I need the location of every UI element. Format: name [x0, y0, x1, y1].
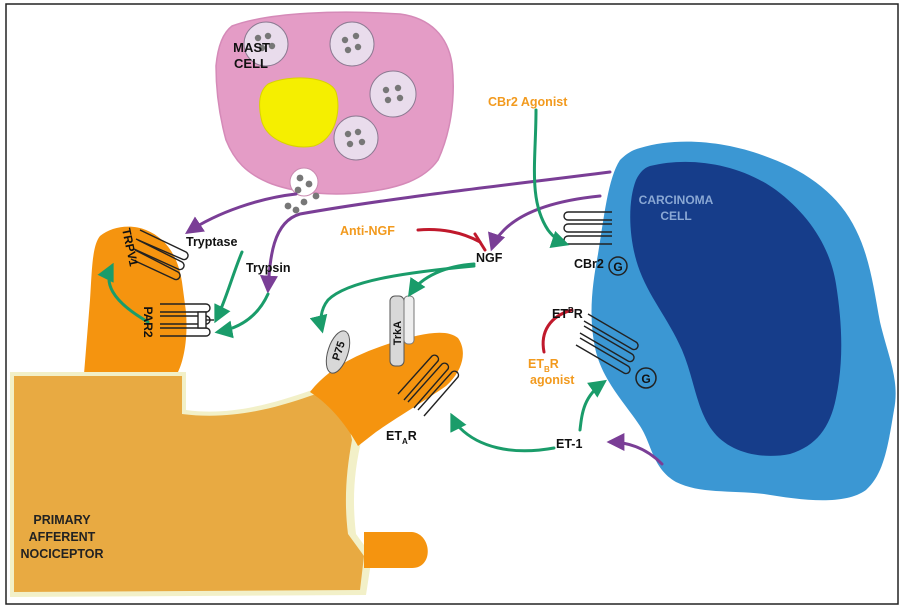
nociceptor-axon	[364, 532, 428, 568]
mast-cell-label-2: CELL	[234, 56, 268, 71]
mast-cell-label-1: MAST	[233, 40, 270, 55]
granule-vesicle	[330, 22, 374, 66]
arrow-et1-eta	[452, 416, 554, 451]
carcinoma-label-2: CELL	[660, 209, 691, 223]
arrow-tryptase-par2	[216, 252, 242, 320]
arrow-carcinoma-ngf	[492, 196, 600, 248]
mast-cell: MAST CELL	[216, 12, 453, 213]
cbr2-label: CBr2	[574, 257, 604, 271]
etb-r-label: ETBR	[552, 306, 583, 321]
degranulation-pore	[290, 168, 318, 196]
nociceptor-label-2: AFFERENT	[29, 530, 96, 544]
inhibit-anti-ngf	[418, 230, 480, 243]
tryptase-label: Tryptase	[186, 235, 237, 249]
nociceptor-left-terminal	[12, 227, 187, 374]
carcinoma-label-1: CARCINOMA	[639, 193, 714, 207]
nociceptor-label-3: NOCICEPTOR	[20, 547, 103, 561]
granule-vesicle	[334, 116, 378, 160]
anti-ngf-label: Anti-NGF	[340, 224, 395, 238]
nociceptor-label-1: PRIMARY	[33, 513, 91, 527]
cbr2-agonist-label: CBr2 Agonist	[488, 95, 568, 109]
inhibit-bar	[475, 234, 485, 250]
eta-r-label: ETAR	[386, 429, 417, 446]
par2-label: PAR2	[141, 306, 155, 337]
et1-label: ET-1	[556, 437, 582, 451]
cbr2-g-label: G	[613, 260, 622, 274]
etb-agonist-label: ETBR	[528, 357, 559, 374]
etb-g-label: G	[641, 372, 650, 386]
etb-agonist-label-2: agonist	[530, 373, 575, 387]
ngf-label: NGF	[476, 251, 503, 265]
trypsin-label: Trypsin	[246, 261, 290, 275]
granule-vesicle	[370, 71, 416, 117]
arrow-et1-etb	[580, 382, 604, 430]
trka-label: TrkA	[392, 321, 404, 346]
arrow-mast-tryptase	[188, 194, 296, 232]
